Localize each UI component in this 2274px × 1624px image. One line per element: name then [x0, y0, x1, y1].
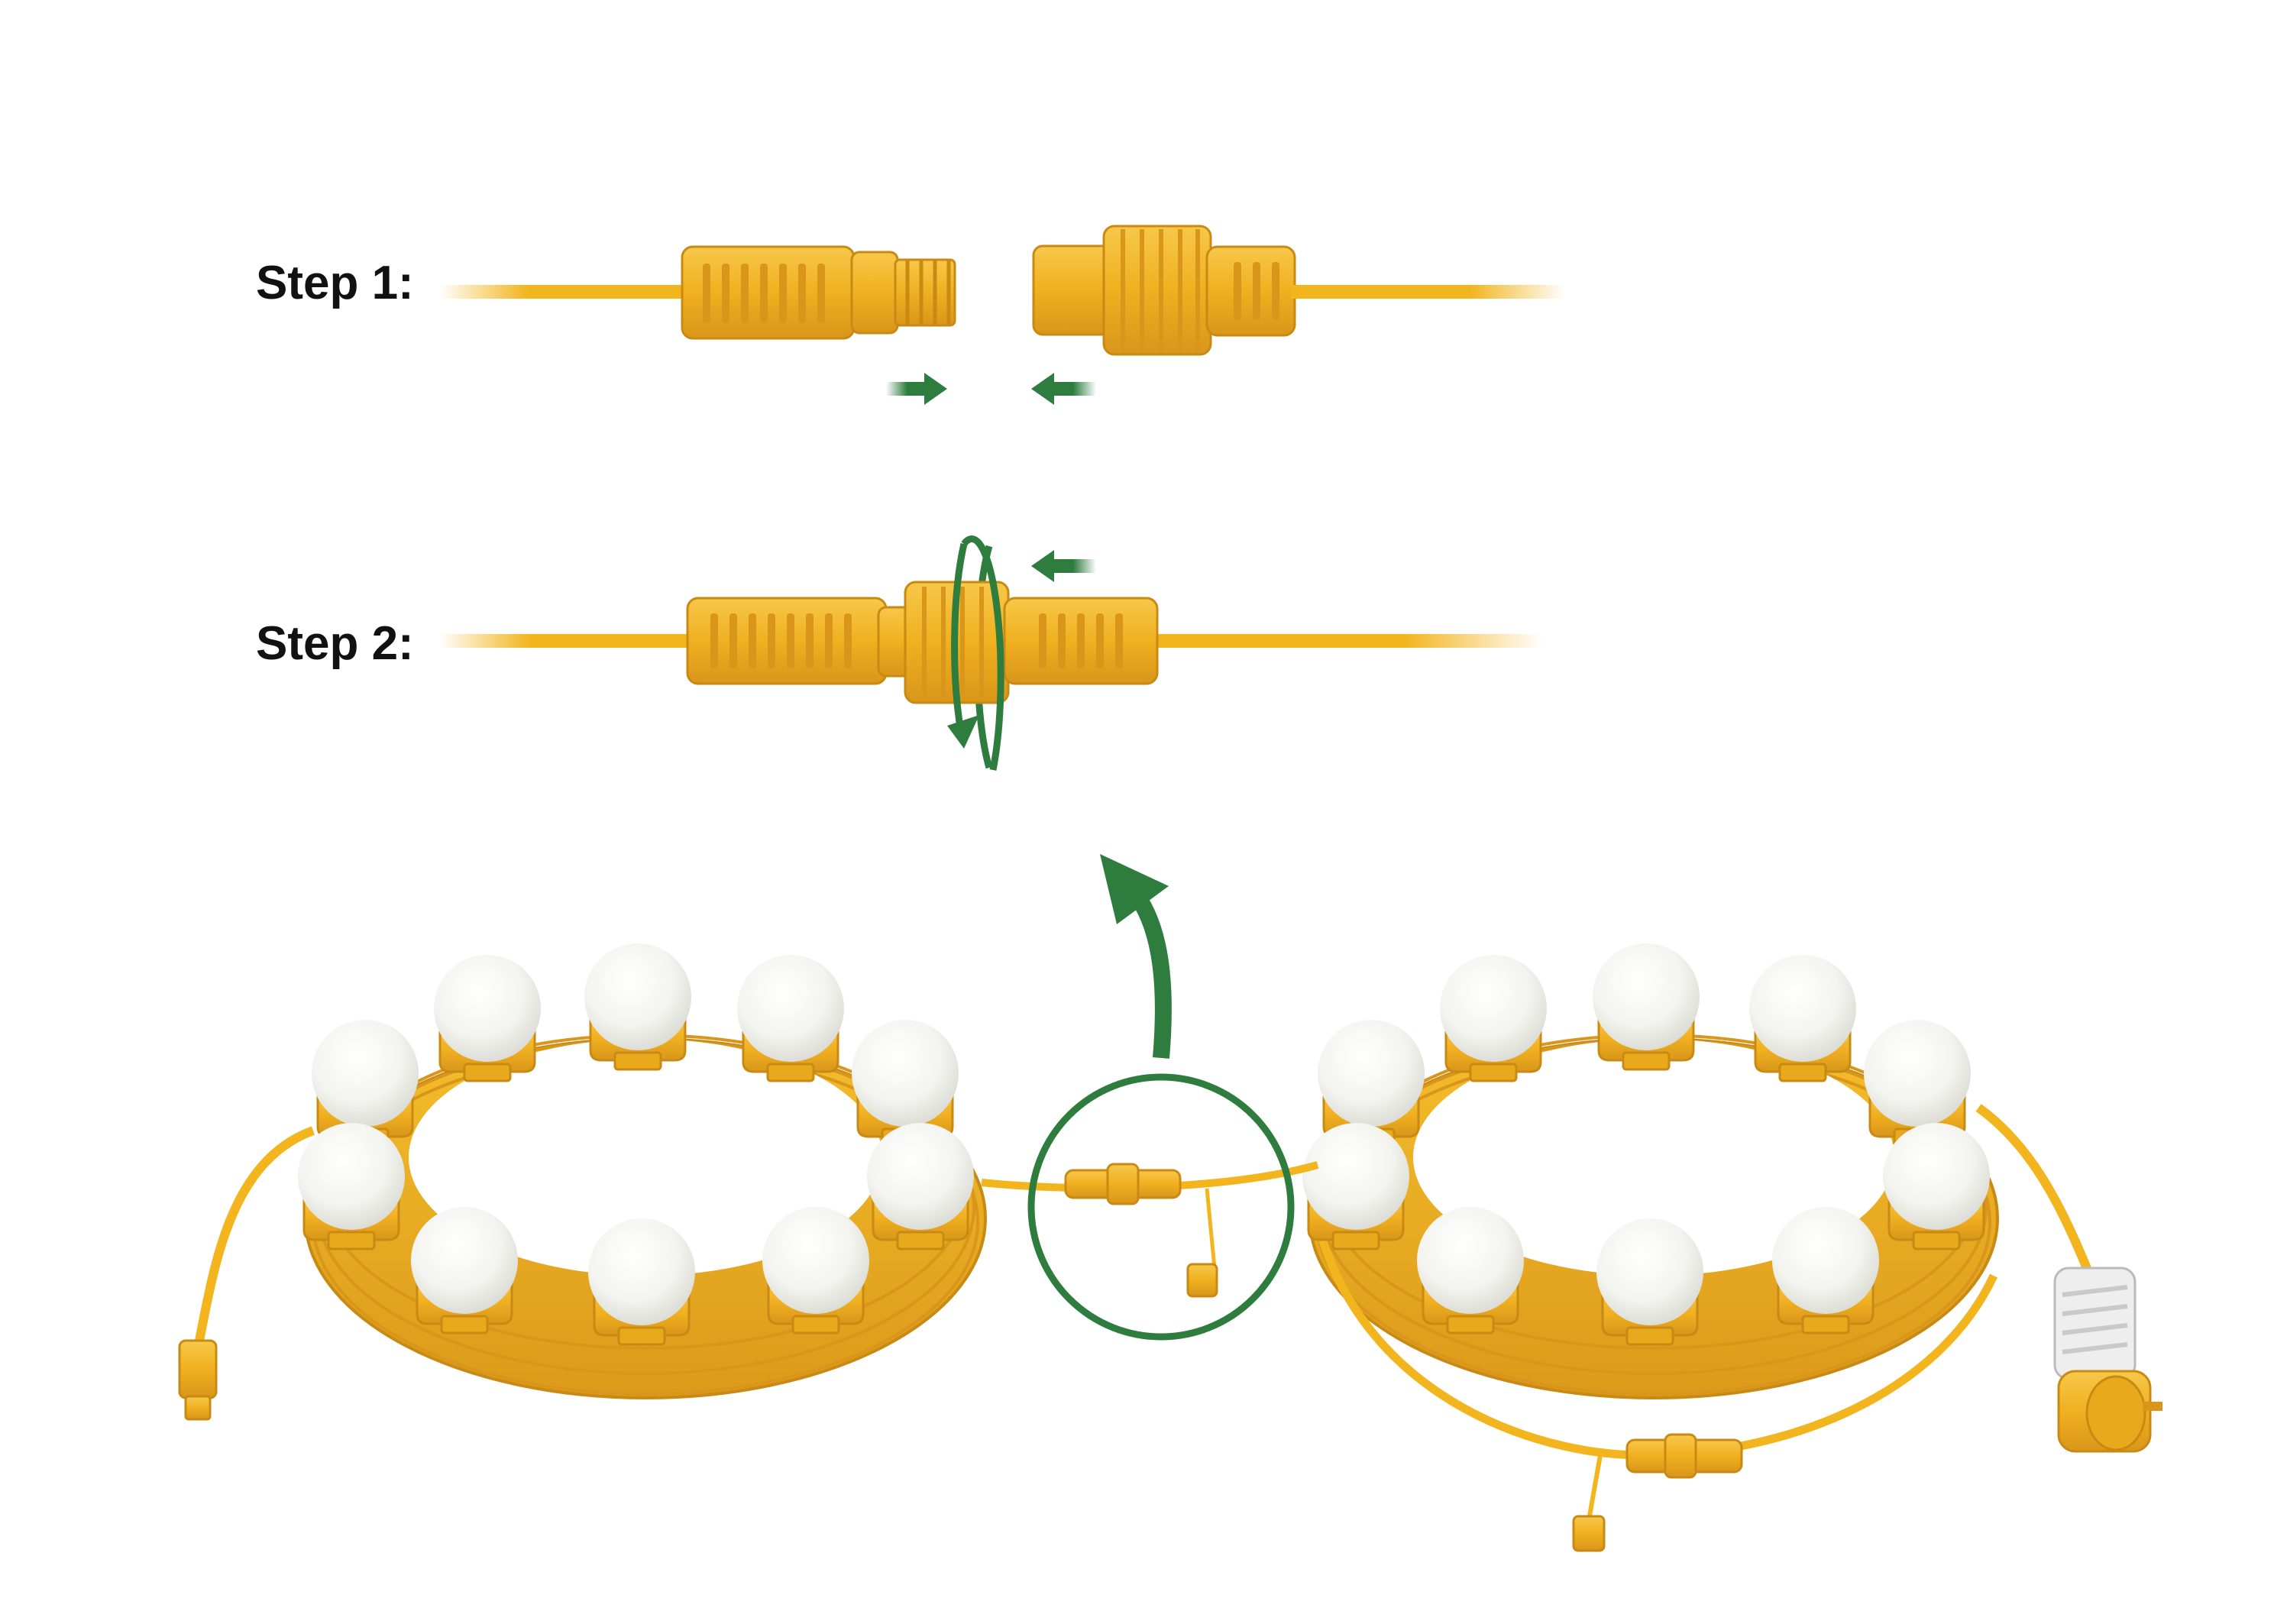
- step-2-left-cable: [439, 634, 699, 648]
- bulb: [761, 1205, 871, 1334]
- right-festoon-reel: [1301, 942, 2162, 1552]
- right-reel-plug-cable: [1975, 1104, 2098, 1286]
- step-1-right-cable: [1291, 285, 1566, 299]
- right-reel-cap: [1572, 1515, 1606, 1552]
- bulb: [865, 1121, 975, 1250]
- step-2-illustration: [439, 535, 1543, 771]
- bulb: [587, 1217, 697, 1346]
- left-reel-hole: [409, 1039, 882, 1276]
- step-1-push-left-arrow-icon: [1031, 373, 1096, 405]
- step-1-left-cable: [439, 285, 691, 299]
- step-1-male-connector: [681, 245, 956, 340]
- right-reel-inline-connector: [1625, 1433, 1743, 1479]
- bulb: [583, 942, 693, 1071]
- industrial-plug-icon: [2053, 1267, 2162, 1453]
- step-1-label: Step 1:: [256, 257, 414, 309]
- bulb: [1438, 953, 1548, 1082]
- right-reel-cap-strap: [1587, 1454, 1603, 1521]
- bulb: [736, 953, 846, 1082]
- step-1-female-connector: [1032, 225, 1296, 356]
- bulb: [432, 953, 542, 1082]
- bulb: [1301, 1121, 1411, 1250]
- bulb: [1595, 1217, 1705, 1346]
- bulb: [409, 1205, 519, 1334]
- step-1-illustration: [439, 225, 1566, 405]
- step-2-label: Step 2:: [256, 617, 414, 670]
- step-2-right-cable: [1146, 634, 1543, 648]
- bulb: [1591, 942, 1701, 1071]
- step-1-push-right-arrow-icon: [886, 373, 947, 405]
- step-2-push-left-arrow-icon: [1031, 550, 1096, 582]
- step-2-rotate-arrow-icon: [947, 535, 1004, 771]
- left-reel-end-connector: [178, 1339, 218, 1421]
- magnifier-circle: [1027, 1073, 1295, 1341]
- bulb: [1771, 1205, 1881, 1334]
- left-festoon-reel: [178, 942, 987, 1421]
- step-2-joined-connector: [686, 581, 1159, 704]
- callout-curved-up-arrow-icon: [1100, 854, 1172, 1059]
- bulb: [1748, 953, 1858, 1082]
- bulb: [1415, 1205, 1525, 1334]
- magnified-joint: [1064, 1163, 1218, 1298]
- bulb: [1881, 1121, 1991, 1250]
- left-reel-lead-cable: [194, 1126, 315, 1346]
- bulb: [296, 1121, 406, 1250]
- right-reel-hole: [1413, 1039, 1894, 1276]
